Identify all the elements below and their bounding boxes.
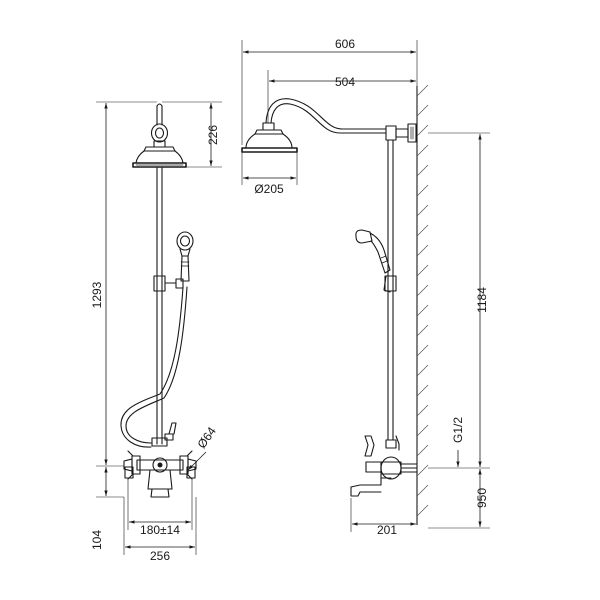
front-shower-head <box>132 146 187 168</box>
wall <box>416 84 429 525</box>
dim-spout-reach-label: 201 <box>377 523 397 537</box>
shower-head-connector <box>150 103 169 148</box>
side-view <box>241 84 429 525</box>
dim-riser-height <box>428 132 490 469</box>
front-spout <box>147 469 173 498</box>
dimension-lines: 606 504 Ø205 226 1293 <box>90 37 490 563</box>
dim-overall-depth-label: 606 <box>335 37 355 51</box>
riser-pipe <box>156 167 163 445</box>
side-riser-pipe <box>387 139 394 441</box>
hose <box>120 286 188 448</box>
dim-spout-height-label: 104 <box>90 530 104 550</box>
front-view <box>120 103 197 498</box>
dim-eccentric-diameter-label: Ø64 <box>194 424 219 451</box>
front-diverter <box>151 422 177 447</box>
dim-center-distance <box>127 479 193 530</box>
dim-head-diameter-label: Ø205 <box>254 182 284 196</box>
dim-thread-size-label: G1/2 <box>451 417 465 443</box>
side-slider <box>383 275 397 293</box>
dim-install-height <box>428 469 490 529</box>
side-shower-head <box>241 122 298 153</box>
dim-arm-reach <box>267 70 416 123</box>
dim-valve-width <box>123 497 197 555</box>
dim-total-height <box>96 101 157 467</box>
dim-head-height <box>162 101 222 168</box>
dim-valve-width-label: 256 <box>150 549 170 563</box>
dim-spout-reach <box>350 498 416 532</box>
dim-riser-height-label: 1184 <box>475 287 489 313</box>
side-mixer <box>364 435 418 480</box>
dim-total-height-label: 1293 <box>90 281 104 308</box>
front-mixer-valve <box>123 450 197 480</box>
dim-head-height-label: 226 <box>206 125 220 145</box>
dim-head-diameter <box>241 152 298 185</box>
side-wall-bracket <box>385 123 417 143</box>
dim-install-height-label: 950 <box>475 488 489 508</box>
side-spout <box>350 473 392 497</box>
side-hand-shower <box>355 229 391 274</box>
dim-spout-height <box>96 467 124 498</box>
front-hand-shower <box>176 231 194 282</box>
front-slider <box>153 275 184 292</box>
dim-overall-depth <box>241 40 418 145</box>
dim-eccentric-leader <box>187 451 207 471</box>
dim-center-distance-label: 180±14 <box>140 523 180 537</box>
shower-arm <box>265 98 387 134</box>
dim-arm-reach-label: 504 <box>335 75 355 89</box>
